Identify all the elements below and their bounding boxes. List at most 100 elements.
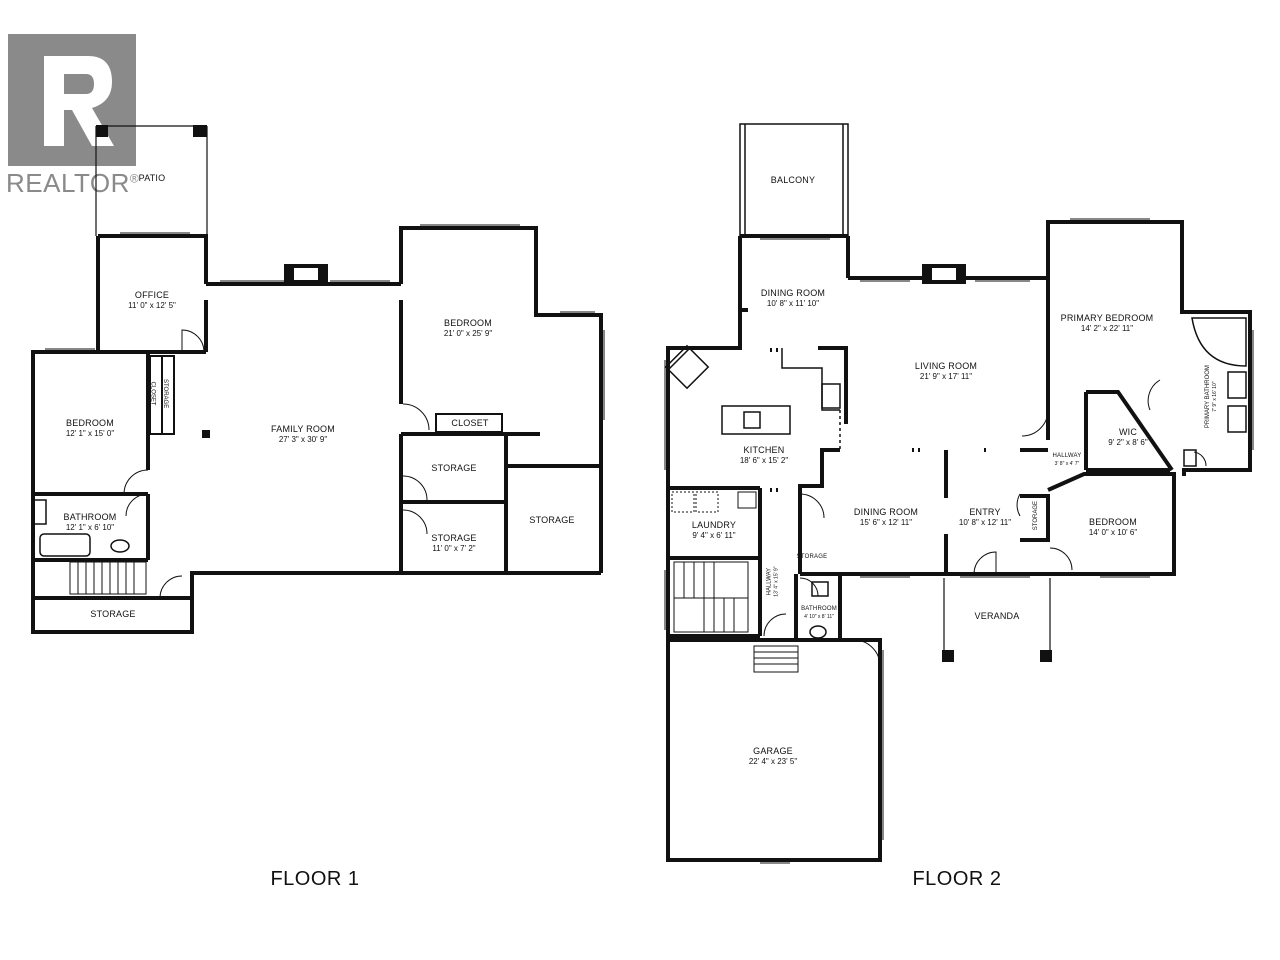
- room-name: STORAGE: [529, 515, 575, 525]
- room-bathroom: BATHROOM 12' 1" x 6' 10": [64, 512, 117, 533]
- room-name: STORAGE: [1033, 500, 1040, 531]
- room-closet-small: CLOSET: [148, 381, 156, 406]
- room-name: WIC: [1118, 427, 1138, 437]
- closet-box: [435, 413, 503, 433]
- room-living-room: LIVING ROOM 21' 9" x 17' 11": [915, 361, 977, 382]
- veranda-outline: [943, 578, 1051, 660]
- room-name: ENTRY: [969, 507, 1001, 517]
- room-dims: 21' 9" x 17' 11": [919, 372, 973, 382]
- realtor-logo-mark: [8, 34, 136, 166]
- patio-outline: [95, 125, 208, 236]
- room-dims: 22' 4" x 23' 5": [748, 757, 798, 767]
- room-dims: 10' 8" x 12' 11": [958, 518, 1012, 528]
- room-dims: 21' 0" x 25' 9": [443, 329, 493, 339]
- room-veranda: VERANDA: [975, 611, 1020, 622]
- room-name: STORAGE: [431, 463, 477, 473]
- floor1-doors: [123, 329, 430, 599]
- room-primary-bathroom: PRIMARY BATHROOM 7' 9" x 16' 10": [1205, 365, 1218, 428]
- patio-post: [96, 125, 108, 137]
- room-dims: 14' 2" x 22' 11": [1080, 324, 1134, 334]
- room-dims: 27' 3" x 30' 9": [278, 435, 328, 445]
- room-name: CLOSET: [149, 381, 156, 406]
- room-name: LAUNDRY: [691, 520, 737, 530]
- room-dims: 11' 0" x 12' 5": [128, 301, 176, 311]
- room-patio: PATIO: [139, 173, 166, 184]
- room-closet: CLOSET: [451, 418, 488, 429]
- room-name: HALLWAY: [766, 567, 773, 596]
- room-garage: GARAGE 22' 4" x 23' 5": [749, 746, 797, 767]
- room-storage-hall: STORAGE: [797, 554, 828, 562]
- room-name: BATHROOM: [63, 512, 117, 522]
- room-name: STORAGE: [162, 378, 169, 409]
- room-balcony: BALCONY: [771, 175, 815, 186]
- room-name: LIVING ROOM: [914, 361, 978, 371]
- floor1-walls: [31, 226, 603, 634]
- room-name: BATHROOM: [801, 606, 837, 612]
- room-primary-bedroom: PRIMARY BEDROOM 14' 2" x 22' 11": [1061, 313, 1154, 334]
- room-name: BALCONY: [770, 175, 816, 185]
- room-bedroom: BEDROOM 14' 0" x 10' 6": [1089, 517, 1137, 538]
- floor2-doors: [763, 379, 1207, 667]
- floor2-walls: [666, 220, 1252, 862]
- room-dims: 15' 6" x 12' 11": [859, 518, 913, 528]
- room-bedroom-left: BEDROOM 12' 1" x 15' 0": [66, 418, 114, 439]
- floor1-stairs: [69, 561, 147, 595]
- veranda-post: [1040, 650, 1052, 662]
- room-name: DINING ROOM: [760, 288, 826, 298]
- balcony-outline: [739, 123, 849, 276]
- room-name: CLOSET: [451, 418, 489, 428]
- realtor-r-icon: [44, 56, 114, 146]
- room-dims: 7' 9" x 16' 10": [1212, 381, 1219, 412]
- floor-1-title: FLOOR 1: [270, 868, 360, 890]
- room-storage-c: STORAGE: [529, 515, 574, 526]
- room-dims: 12' 1" x 15' 0": [65, 429, 115, 439]
- room-storage-b: STORAGE 11' 0" x 7' 2": [431, 533, 476, 554]
- room-dims: 11' 0" x 7' 2": [432, 544, 476, 554]
- room-name: BEDROOM: [444, 318, 492, 328]
- room-dims: 10' 8" x 11' 10": [766, 299, 820, 309]
- floor1-bath-fixtures: [33, 499, 130, 557]
- room-name: VERANDA: [974, 611, 1020, 621]
- patio-post: [193, 125, 207, 137]
- room-laundry: LAUNDRY 9' 4" x 6' 11": [692, 520, 736, 541]
- room-dims: 13' 4" x 15' 9": [773, 566, 780, 597]
- room-dims: 12' 1" x 6' 10": [65, 523, 115, 533]
- room-dining-room: DINING ROOM 15' 6" x 12' 11": [854, 507, 918, 528]
- column: [202, 430, 210, 438]
- room-dining-room-top: DINING ROOM 10' 8" x 11' 10": [761, 288, 825, 309]
- room-name: PRIMARY BATHROOM: [1204, 365, 1211, 429]
- room-dims: 14' 0" x 10' 6": [1088, 528, 1138, 538]
- room-name: BEDROOM: [66, 418, 114, 428]
- floor1-windows: [45, 224, 605, 420]
- room-entry: ENTRY 10' 8" x 12' 11": [959, 507, 1011, 528]
- room-name: FAMILY ROOM: [271, 424, 335, 434]
- floor2-bath-fixtures: [809, 317, 1247, 639]
- room-kitchen: KITCHEN 18' 6" x 15' 2": [740, 445, 788, 466]
- realtor-logo: REALTOR®: [6, 34, 156, 199]
- room-hallway-small: HALLWAY 3' 8" x 4' 7": [1053, 453, 1082, 467]
- kitchen-fixtures: [664, 344, 841, 450]
- room-hallway: HALLWAY 13' 4" x 15' 9": [767, 566, 780, 596]
- room-name: STORAGE: [796, 554, 828, 560]
- room-dims: 9' 4" x 6' 11": [692, 531, 736, 541]
- room-dims: 3' 8" x 4' 7": [1054, 460, 1080, 467]
- room-dims: 18' 6" x 15' 2": [739, 456, 789, 466]
- room-storage-a: STORAGE: [431, 463, 476, 474]
- room-name: STORAGE: [431, 533, 477, 543]
- realtor-logo-text: REALTOR®: [6, 168, 140, 198]
- floor-2-title: FLOOR 2: [912, 868, 1002, 890]
- room-dims: 4' 10" x 8' 11": [804, 613, 834, 620]
- room-name: GARAGE: [753, 746, 793, 756]
- floor2-windows: [664, 218, 1254, 864]
- floor2-stairs: [673, 561, 799, 673]
- room-storage-bottom: STORAGE: [90, 609, 135, 620]
- laundry-fixtures: [671, 491, 757, 513]
- room-wic: WIC 9' 2" x 8' 6": [1108, 427, 1147, 448]
- room-name: PATIO: [138, 173, 166, 183]
- room-family-room: FAMILY ROOM 27' 3" x 30' 9": [271, 424, 335, 445]
- room-dims: 9' 2" x 8' 6": [1108, 438, 1148, 448]
- room-storage-small: STORAGE: [161, 379, 168, 408]
- room-bathroom-f2: BATHROOM 4' 10" x 8' 11": [801, 606, 837, 620]
- room-name: BEDROOM: [1089, 517, 1137, 527]
